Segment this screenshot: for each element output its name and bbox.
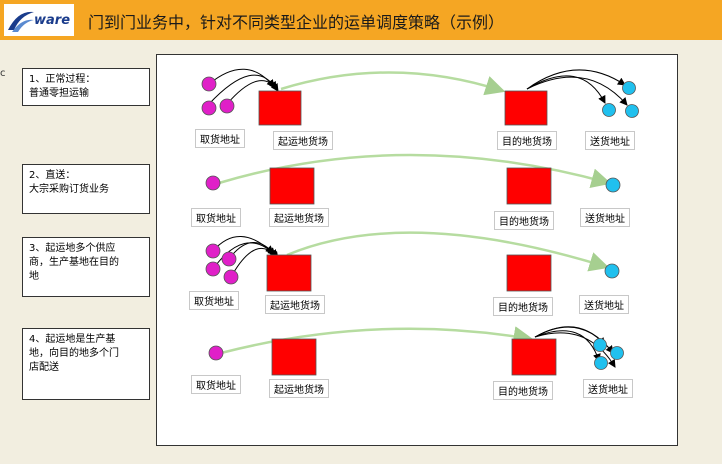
delivery-point (625, 104, 639, 118)
page-title: 门到门业务中，针对不同类型企业的运单调度策略（示例） (88, 13, 505, 32)
pickup-arrow-2 (212, 242, 276, 270)
row-2-diagram (205, 153, 621, 205)
side-mark: c (0, 68, 6, 79)
delivery-label: 送货地址 (579, 295, 629, 314)
step-2-box: 2、直送： 大宗采购订货业务 (22, 164, 150, 214)
pickup-arrow-3 (226, 80, 279, 105)
route-line-row-4 (220, 326, 534, 355)
pickup-point (223, 269, 239, 285)
header-bar (0, 0, 722, 40)
delivery-point (593, 338, 607, 352)
origin-yard-label: 起运地货场 (269, 208, 329, 227)
delivery-point (602, 103, 616, 117)
delivery-label: 送货地址 (585, 131, 635, 150)
dest-yard-block (506, 167, 552, 205)
pickup-label: 取货地址 (195, 129, 245, 148)
row-1-diagram (201, 68, 639, 126)
step-3-box: 3、起运地多个供应 商，生产基地在目的 地 (22, 237, 150, 297)
delivery-arrow-4 (534, 332, 616, 368)
pickup-point (208, 345, 224, 361)
pickup-point (205, 175, 221, 191)
dest-yard-block (506, 254, 552, 292)
delivery-point (594, 356, 608, 370)
pickup-label: 取货地址 (191, 375, 241, 394)
pickup-point (201, 100, 217, 116)
pickup-arrow-1 (208, 68, 275, 88)
step-1-box: 1、正常过程： 普通零担运输 (22, 68, 150, 106)
origin-yard-label: 起运地货场 (269, 379, 329, 398)
dest-yard-label: 目的地货场 (493, 297, 553, 316)
diagram-panel: 取货地址 起运地货场 目的地货场 送货地址 取货地址 起运地货场 目的地货场 送… (156, 54, 678, 446)
dest-yard-label: 目的地货场 (493, 381, 553, 400)
pickup-point (221, 251, 237, 267)
origin-yard-label: 起运地货场 (265, 295, 325, 314)
diagram-canvas (201, 68, 639, 376)
delivery-label: 送货地址 (580, 208, 630, 227)
delivery-arrow-2 (526, 75, 606, 104)
route-line-row-3 (286, 231, 610, 272)
delivery-point (622, 81, 636, 95)
logo-swoosh-icon (8, 11, 34, 32)
dest-yard-label: 目的地货场 (494, 211, 554, 230)
delivery-arrow-1 (526, 69, 626, 90)
dest-yard-label: 目的地货场 (497, 131, 557, 150)
pickup-label: 取货地址 (189, 291, 239, 310)
pickup-arrow-4 (230, 248, 279, 278)
row-3-diagram (205, 231, 620, 292)
pickup-point (205, 261, 221, 277)
origin-yard-label: 起运地货场 (273, 131, 333, 150)
pickup-point (201, 76, 217, 92)
logo-text: ware (34, 13, 71, 28)
origin-yard-block (258, 90, 302, 126)
delivery-arrow-3 (534, 330, 601, 362)
delivery-point (604, 263, 620, 279)
row-4-diagram (208, 326, 624, 376)
route-line-row-1 (280, 71, 506, 96)
pickup-label: 取货地址 (191, 208, 241, 227)
dest-yard-block (504, 90, 548, 126)
pickup-point (219, 98, 235, 114)
origin-yard-block (269, 167, 315, 205)
company-logo: ware (4, 4, 74, 36)
pickup-point (205, 243, 221, 259)
origin-yard-block (266, 254, 312, 292)
origin-yard-block (271, 338, 317, 376)
delivery-point (605, 177, 621, 193)
dest-yard-block (511, 338, 557, 376)
delivery-label: 送货地址 (583, 379, 633, 398)
step-4-box: 4、起运地是生产基 地，向目的地多个门 店配送 (22, 328, 150, 400)
delivery-point (610, 346, 624, 360)
delivery-arrow-3 (526, 76, 628, 106)
